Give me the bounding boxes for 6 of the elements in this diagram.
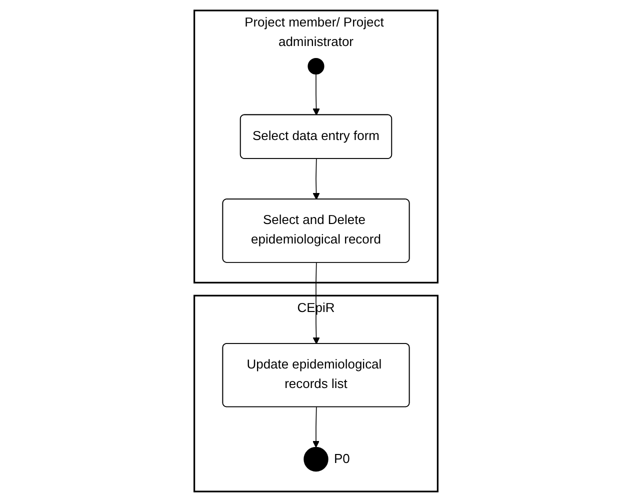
node-circle <box>304 446 328 472</box>
node-circle <box>308 58 324 75</box>
arrow <box>312 158 320 200</box>
arrow <box>312 74 320 116</box>
arrow <box>312 406 320 448</box>
arrow <box>312 262 320 344</box>
